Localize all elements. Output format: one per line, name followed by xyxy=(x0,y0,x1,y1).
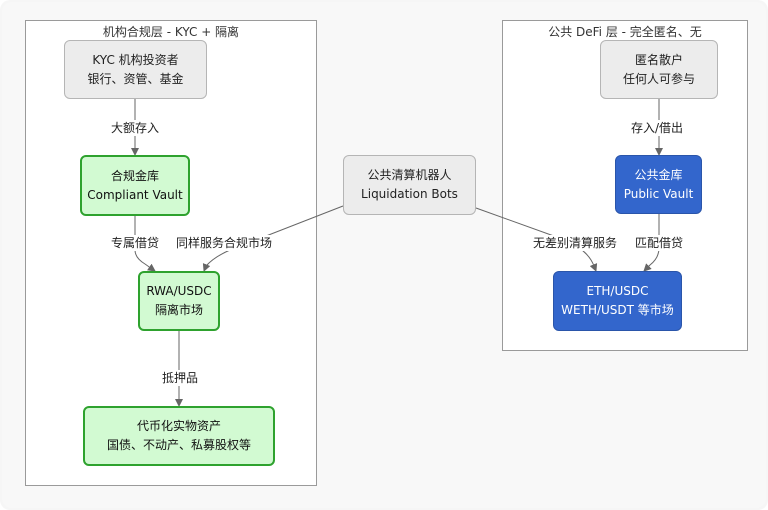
edge-label-matched-lending: 匹配借贷 xyxy=(634,235,685,251)
node-tokenized-assets-line1: 代币化实物资产 xyxy=(136,419,221,433)
edge-label-dedicated-lending: 专属借贷 xyxy=(110,235,161,251)
node-liquidation-bots-line1: 公共清算机器人 xyxy=(367,168,452,182)
node-public-markets-line2: WETH/USDT 等市场 xyxy=(561,303,674,317)
node-tokenized-assets-line2: 国债、不动产、私募股权等 xyxy=(106,438,251,452)
node-rwa-market-line1: RWA/USDC xyxy=(146,284,212,298)
node-kyc-investors-line1: KYC 机构投资者 xyxy=(92,52,179,67)
edge-label-indiscriminate-liquidation: 无差别清算服务 xyxy=(532,235,619,251)
node-public-markets-line1: ETH/USDC xyxy=(586,284,649,298)
node-rwa-market: RWA/USDC 隔离市场 xyxy=(138,271,220,331)
public-cluster-title: 公共 DeFi 层 - 完全匿名、无 xyxy=(548,25,702,39)
edge-label-deposit-borrow: 存入/借出 xyxy=(630,120,685,136)
node-kyc-investors: KYC 机构投资者 银行、资管、基金 xyxy=(64,40,207,99)
node-kyc-investors-line2: 银行、资管、基金 xyxy=(87,71,184,86)
node-liquidation-bots: 公共清算机器人 Liquidation Bots xyxy=(343,155,476,215)
node-public-vault: 公共金库 Public Vault xyxy=(615,155,702,214)
edge-label-large-deposit: 大额存入 xyxy=(110,120,161,136)
node-public-vault-line1: 公共金库 xyxy=(634,167,683,182)
node-anon-users: 匿名散户 任何人可参与 xyxy=(600,40,718,99)
node-liquidation-bots-line2: Liquidation Bots xyxy=(361,187,458,201)
edge-label-same-service: 同样服务合规市场 xyxy=(175,235,274,251)
node-rwa-market-line2: 隔离市场 xyxy=(154,303,203,317)
node-compliant-vault: 合规金库 Compliant Vault xyxy=(80,155,190,216)
node-public-vault-line2: Public Vault xyxy=(623,186,694,201)
node-tokenized-assets: 代币化实物资产 国债、不动产、私募股权等 xyxy=(83,406,275,466)
institutional-cluster-title: 机构合规层 - KYC + 隔离 xyxy=(102,25,240,39)
node-anon-users-line2: 任何人可参与 xyxy=(622,71,695,86)
node-public-markets: ETH/USDC WETH/USDT 等市场 xyxy=(553,271,682,331)
node-anon-users-line1: 匿名散户 xyxy=(634,52,683,67)
node-compliant-vault-line2: Compliant Vault xyxy=(87,187,183,202)
edge-label-collateral: 抵押品 xyxy=(161,370,200,386)
node-compliant-vault-line1: 合规金库 xyxy=(110,168,159,183)
